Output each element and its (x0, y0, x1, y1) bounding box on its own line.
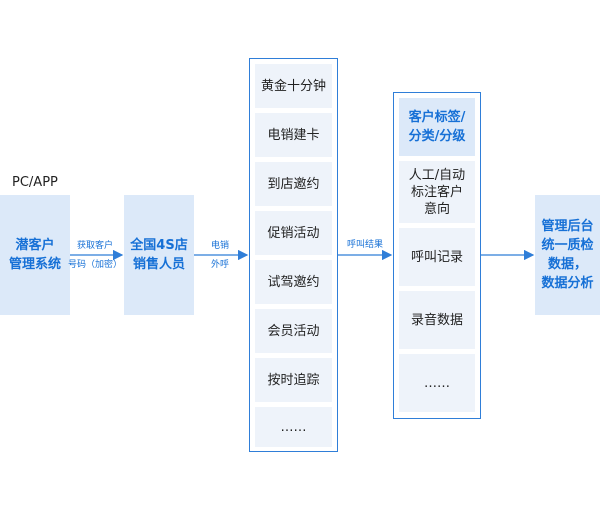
pc-app-label: PC/APP (12, 175, 58, 190)
arrow2-label-line1: 电销 (210, 241, 229, 251)
source-box-line1: 潜客户 (15, 238, 55, 253)
scenario-item: …… (255, 407, 332, 447)
potential-customer-system-box: 潜客户 管理系统 (0, 195, 70, 315)
scenario-item: 黄金十分钟 (255, 64, 332, 108)
tag-item-line2: 分类/分级 (408, 129, 466, 144)
backend-box-line3: 数据， (547, 257, 587, 272)
annotate-item-line2: 标注客户 (410, 184, 463, 200)
annotate-item-line1: 人工/自动 (408, 167, 466, 183)
staff-box-line2: 销售人员 (132, 257, 185, 272)
scenario-item: 促销活动 (255, 211, 332, 255)
scenario-item: 会员活动 (255, 309, 332, 353)
more-results-item: …… (399, 354, 475, 412)
backend-box-line1: 管理后台 (541, 219, 594, 234)
call-results-panel: 客户标签/ 分类/分级 人工/自动 标注客户 意向 呼叫记录 录音数据 …… (393, 92, 481, 419)
arrow1-label-line2: 号码（加密） (67, 260, 122, 270)
arrow3-label: 呼叫结果 (346, 240, 383, 250)
annotate-item-line3: 意向 (423, 201, 450, 217)
tag-item-line1: 客户标签/ (408, 110, 466, 125)
source-box-line2: 管理系统 (8, 257, 61, 272)
scenario-item: 电销建卡 (255, 113, 332, 157)
arrow2-label: 电销 外呼 (200, 237, 240, 275)
arrow2-label-line2: 外呼 (210, 260, 229, 270)
call-scenarios-panel: 黄金十分钟 电销建卡 到店邀约 促销活动 试驾邀约 会员活动 按时追踪 …… (249, 58, 338, 452)
customer-tag-item: 客户标签/ 分类/分级 (399, 98, 475, 156)
scenario-item: 试驾邀约 (255, 260, 332, 304)
arrow1-label-line1: 获取客户 (76, 241, 113, 251)
intent-annotation-item: 人工/自动 标注客户 意向 (399, 161, 475, 223)
backend-box-line2: 统一质检 (541, 238, 594, 253)
staff-box-line1: 全国4S店 (130, 238, 188, 253)
call-record-item: 呼叫记录 (399, 228, 475, 286)
scenario-item: 按时追踪 (255, 358, 332, 402)
backend-analytics-box: 管理后台 统一质检 数据， 数据分析 (535, 195, 600, 315)
backend-box-line4: 数据分析 (541, 276, 594, 291)
sales-staff-box: 全国4S店 销售人员 (124, 195, 194, 315)
arrow1-label: 获取客户 号码（加密） (64, 237, 126, 275)
audio-data-item: 录音数据 (399, 291, 475, 349)
scenario-item: 到店邀约 (255, 162, 332, 206)
